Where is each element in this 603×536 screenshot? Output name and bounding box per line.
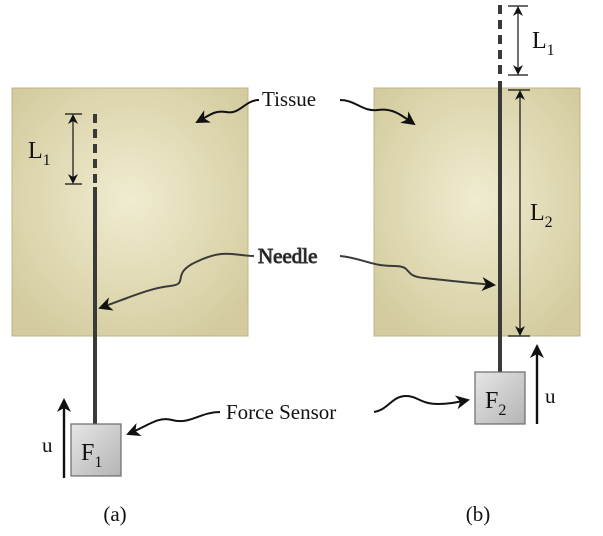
- motion-label-b: u: [545, 384, 556, 408]
- tissue-block-a: [11, 87, 249, 337]
- length-label-l1-a: L1: [28, 138, 51, 169]
- length-dimension-l2-b: [508, 89, 530, 337]
- motion-label-a: u: [42, 433, 53, 457]
- sensor-pointer-right: [373, 394, 470, 413]
- tissue-label: Tissue: [262, 87, 316, 111]
- panel-b: L1 L2 F2 u (b): [373, 5, 581, 526]
- needle-pointer-left: [98, 252, 255, 311]
- tissue-pointer-right: [339, 99, 416, 126]
- caption-a: (a): [103, 502, 126, 526]
- force-sensor-box-a: [70, 423, 122, 477]
- length-label-l2-b: L2: [530, 200, 553, 231]
- needle-label: Needle: [258, 244, 317, 268]
- needle-pointer-right: [339, 255, 496, 291]
- force-sensor-label: Force Sensor: [226, 400, 336, 424]
- tissue-pointer-left: [195, 99, 260, 123]
- length-dimension-l1-b: [508, 5, 528, 76]
- caption-b: (b): [466, 502, 491, 526]
- length-dimension-l1-a: [65, 113, 82, 185]
- sensor-label-f1: F1: [81, 440, 102, 471]
- tissue-block-b: [373, 87, 581, 337]
- panel-a: L1 F1 u (a): [11, 87, 249, 526]
- sensor-label-f2: F2: [485, 388, 506, 419]
- callouts: Tissue Needle Force Sensor: [98, 87, 496, 437]
- length-label-l1-b: L1: [532, 28, 555, 59]
- force-sensor-box-b: [474, 371, 526, 425]
- sensor-pointer-left: [126, 411, 221, 437]
